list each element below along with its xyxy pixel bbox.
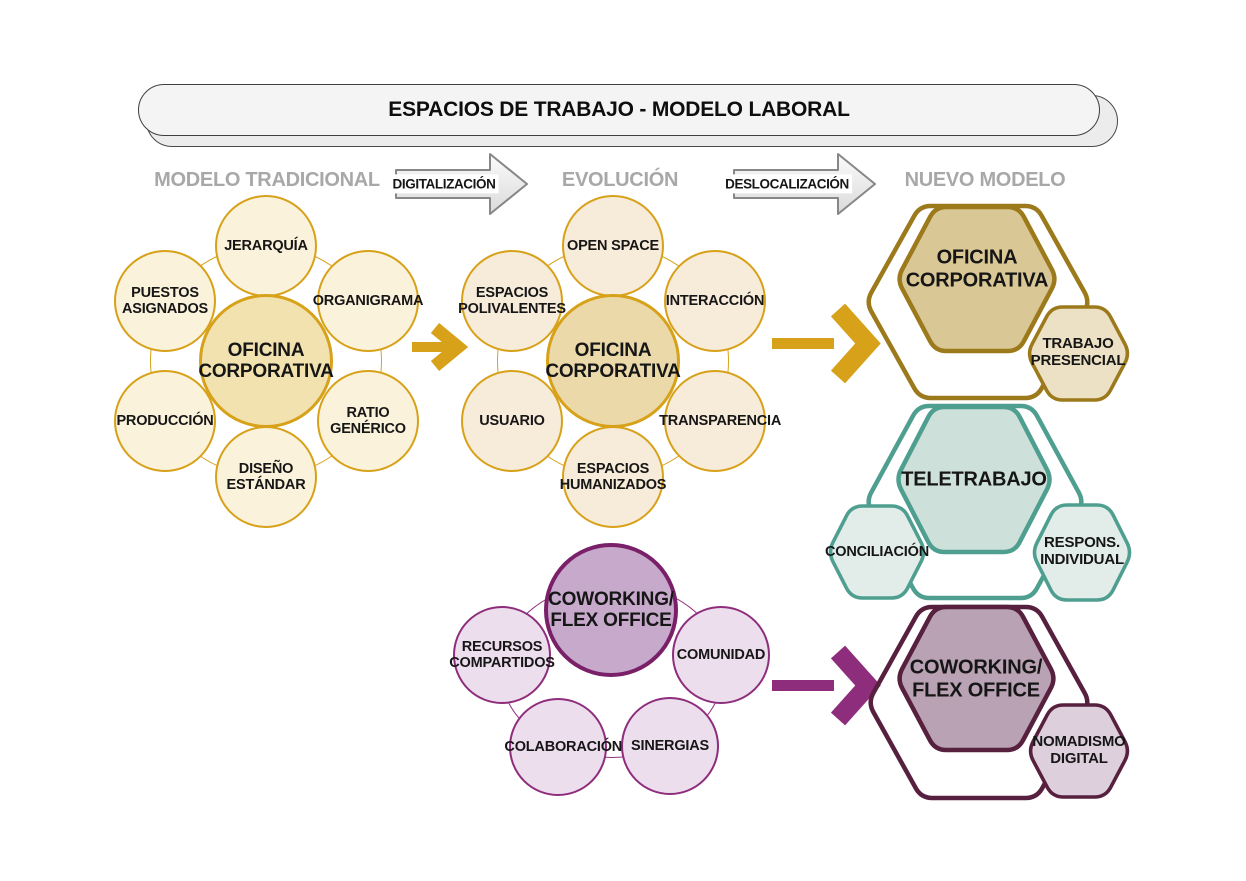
- evolution-center-oficina-corporativa: OFICINA CORPORATIVA: [545, 294, 681, 428]
- evolution-satellite-transparencia: TRANSPARENCIA: [659, 370, 781, 472]
- traditional-satellite-diseno-estandar: DISEÑO ESTÁNDAR: [215, 426, 317, 528]
- evolution-satellite-espacios-polivalentes: ESPACIOS POLIVALENTES: [458, 250, 566, 352]
- digitalization-label: DIGITALIZACIÓN: [389, 174, 499, 194]
- nomadismo-digital-label: NOMADISMO DIGITAL: [1032, 733, 1126, 767]
- arrow-evolution-to-new-model: [772, 303, 881, 384]
- trabajo-presencial-hexagon: [1027, 305, 1130, 402]
- coworking-satellite-sinergias: SINERGIAS: [621, 697, 719, 795]
- arrow-coworking-to-new-model: [772, 645, 881, 726]
- traditional-satellite-jerarquia: JERARQUÍA: [215, 195, 317, 297]
- coworking-outer-hexagon: [868, 604, 1090, 801]
- new-model-coworking-label: COWORKING/ FLEX OFFICE: [909, 656, 1043, 701]
- coworking-satellite-comunidad: COMUNIDAD: [672, 606, 770, 704]
- title-banner: ESPACIOS DE TRABAJO - MODELO LABORAL: [138, 84, 1100, 136]
- stage-label-new-model: NUEVO MODELO: [904, 169, 1066, 191]
- delocalization-label: DESLOCALIZACIÓN: [722, 174, 852, 194]
- conciliacion-label: CONCILIACIÓN: [825, 543, 929, 560]
- coworking-center-coworking-flex-office: COWORKING/ FLEX OFFICE: [544, 543, 678, 677]
- respons-individual-label: RESPONS. INDIVIDUAL: [1040, 534, 1124, 568]
- arrow-traditional-to-evolution: [412, 322, 469, 372]
- stage-label-evolution: EVOLUCIÓN: [561, 169, 679, 191]
- corporate-office-main-hexagon: [897, 204, 1057, 354]
- respons-individual-hexagon: [1032, 503, 1132, 602]
- nomadismo-digital-hexagon: [1028, 703, 1130, 799]
- coworking-satellite-colaboracion: COLABORACIÓN: [504, 698, 622, 796]
- telework-outer-hexagon: [866, 403, 1084, 601]
- diagram-title: ESPACIOS DE TRABAJO - MODELO LABORAL: [388, 98, 850, 121]
- telework-main-hexagon: [896, 404, 1052, 555]
- corporate-office-outer-hexagon: [866, 203, 1090, 401]
- traditional-satellite-ratio-generico: RATIO GENÉRICO: [317, 370, 419, 472]
- evolution-satellite-espacios-humanizados: ESPACIOS HUMANIZADOS: [560, 426, 666, 528]
- telework-label: TELETRABAJO: [901, 468, 1047, 491]
- conciliacion-hexagon: [828, 504, 926, 600]
- traditional-satellite-produccion: PRODUCCIÓN: [114, 370, 216, 472]
- coworking-satellite-recursos-compartidos: RECURSOS COMPARTIDOS: [449, 606, 555, 704]
- traditional-satellite-puestos-asignados: PUESTOS ASIGNADOS: [114, 250, 216, 352]
- new-model-corporate-office-label: OFICINA CORPORATIVA: [905, 246, 1049, 291]
- traditional-center-oficina-corporativa: OFICINA CORPORATIVA: [198, 294, 334, 428]
- coworking-main-hexagon: [897, 604, 1056, 753]
- evolution-satellite-usuario: USUARIO: [461, 370, 563, 472]
- evolution-satellite-open-space: OPEN SPACE: [562, 195, 664, 297]
- evolution-satellite-interaccion: INTERACCIÓN: [664, 250, 766, 352]
- traditional-satellite-organigrama: ORGANIGRAMA: [313, 250, 423, 352]
- trabajo-presencial-label: TRABAJO PRESENCIAL: [1030, 335, 1126, 369]
- stage-label-traditional: MODELO TRADICIONAL: [154, 169, 380, 191]
